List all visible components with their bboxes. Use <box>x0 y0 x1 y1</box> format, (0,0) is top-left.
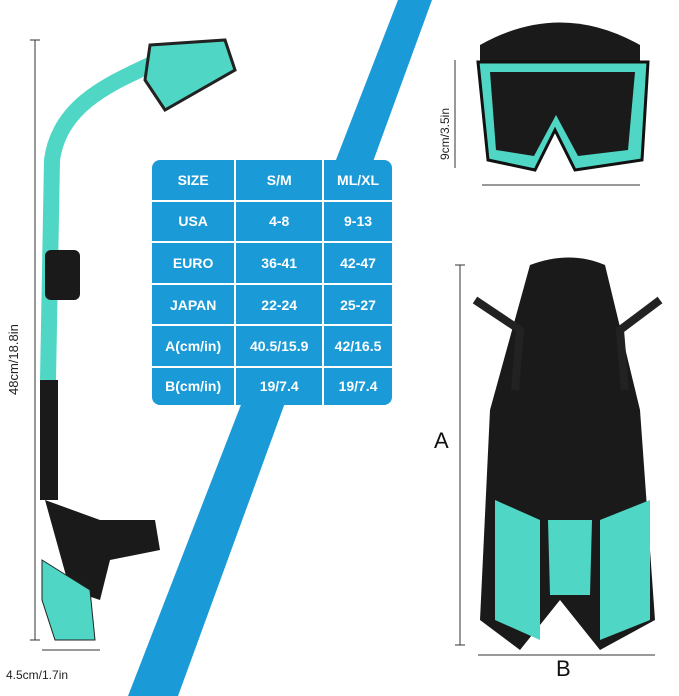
table-cell: 19/7.4 <box>338 378 378 395</box>
snorkel-height-label: 48cm/18.8in <box>6 324 21 395</box>
table-cell: 36-41 <box>236 243 325 285</box>
dimension-lines <box>30 39 655 656</box>
table-cell: 22-24 <box>236 284 325 327</box>
table-cell: 42/16.5 <box>324 326 392 368</box>
table-cell: 9-13 <box>324 202 392 244</box>
fin-width-label: B <box>556 656 571 681</box>
table-cell: USA <box>152 201 237 244</box>
header-cell: S/M <box>236 160 325 202</box>
mask-illustration <box>476 22 650 172</box>
mask-height-label: 9cm/3.5in <box>438 107 452 160</box>
fin-length-label: A <box>434 428 449 453</box>
table-cell: JAPAN <box>152 284 237 327</box>
table-cell: 25-27 <box>324 285 392 327</box>
table-cell: 19/7.4 <box>236 367 325 405</box>
table-cell: 4-8 <box>236 201 325 244</box>
table-cell: 40.5/15.9 <box>236 326 325 368</box>
table-cell: A(cm/in) <box>152 326 237 368</box>
table-cell: 42-47 <box>324 243 392 285</box>
header-cell: ML/XL <box>324 160 392 202</box>
fin-illustration <box>472 257 663 650</box>
snorkel-width-label: 4.5cm/1.7in <box>6 668 69 682</box>
header-cell: SIZE <box>152 160 237 202</box>
table-cell: B(cm/in) <box>152 367 237 405</box>
snorkel-illustration <box>40 38 237 641</box>
table-cell: EURO <box>152 243 237 285</box>
